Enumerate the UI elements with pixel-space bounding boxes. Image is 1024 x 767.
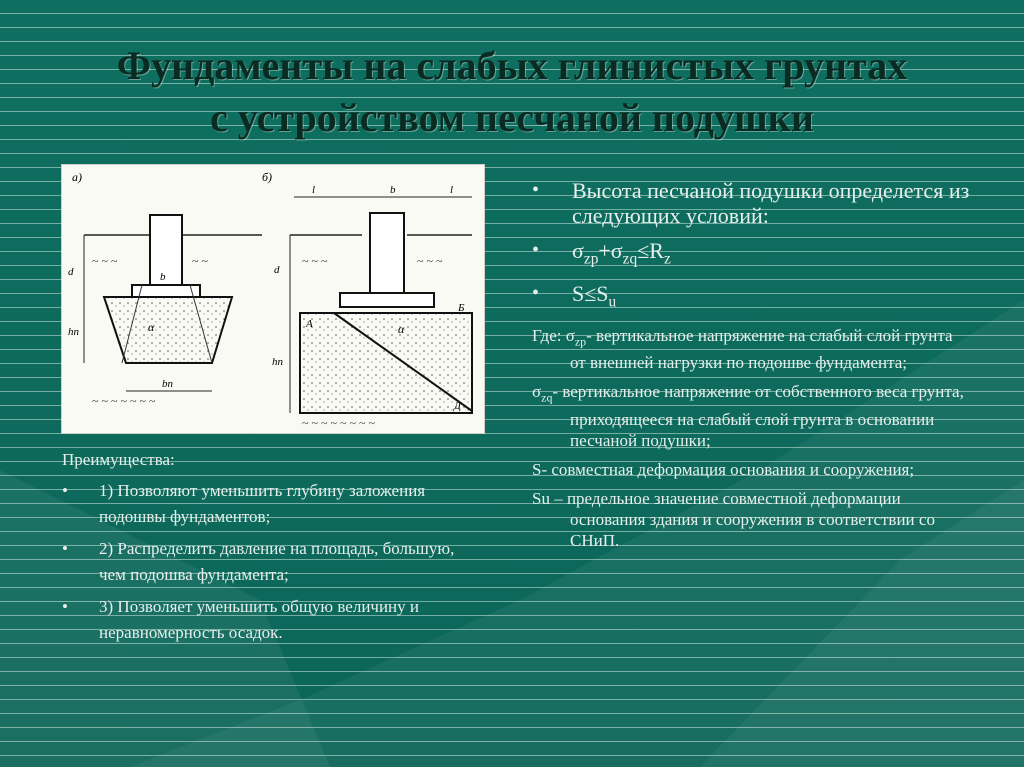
svg-text:~ ~ ~ ~ ~ ~ ~ ~: ~ ~ ~ ~ ~ ~ ~ ~	[302, 416, 375, 430]
list-item: •3) Позволяет уменьшить общую величину и…	[62, 597, 420, 642]
foundation-diagram: а) d hп bп b α ~ ~ ~ ~ ~ ~ ~ ~ ~ ~ ~ ~ б…	[61, 164, 485, 434]
advantages-heading: Преимущества:	[62, 450, 175, 469]
svg-text:Б: Б	[457, 302, 465, 314]
svg-text:A: A	[305, 318, 313, 330]
svg-text:~ ~ ~: ~ ~ ~	[302, 254, 328, 268]
svg-text:l: l	[312, 184, 315, 196]
svg-text:d: d	[68, 266, 74, 278]
advantages-section: Преимущества: •1) Позволяют уменьшить гл…	[62, 448, 482, 652]
svg-text:l: l	[450, 184, 453, 196]
panel-a-label: а)	[72, 170, 82, 184]
definition-su: Su – предельное значение совместной дефо…	[532, 488, 935, 550]
title-line-1: Фундаменты на слабых глинистых грунтах	[116, 43, 908, 88]
formula-stress: •σzp+σzq≤Rz	[532, 238, 671, 268]
conditions-section: •Высота песчаной подушки определется из …	[532, 178, 972, 559]
title-line-2: с устройством песчаной подушки	[210, 95, 814, 140]
svg-text:hп: hп	[272, 356, 284, 368]
svg-text:~ ~ ~: ~ ~ ~	[417, 254, 443, 268]
svg-text:Д: Д	[453, 400, 462, 412]
foundation-diagram-svg: а) d hп bп b α ~ ~ ~ ~ ~ ~ ~ ~ ~ ~ ~ ~ б…	[68, 170, 473, 430]
svg-text:b: b	[390, 184, 396, 196]
definition-sigma-zp: Где: σzp- вертикальное напряжение на сла…	[532, 325, 953, 373]
svg-text:b: b	[160, 271, 166, 283]
formula-settlement: •S≤Su	[532, 281, 617, 311]
svg-text:~ ~ ~ ~ ~ ~ ~: ~ ~ ~ ~ ~ ~ ~	[92, 394, 156, 408]
svg-text:~ ~ ~: ~ ~ ~	[92, 254, 118, 268]
svg-text:α: α	[148, 320, 155, 334]
svg-text:d: d	[274, 264, 280, 276]
svg-text:~ ~: ~ ~	[192, 254, 208, 268]
conditions-list: •Высота песчаной подушки определется из …	[532, 178, 972, 315]
svg-text:hп: hп	[68, 326, 80, 338]
svg-text:bп: bп	[162, 378, 174, 390]
slide-title: Фундаменты на слабых глинистых грунтах с…	[0, 40, 1024, 144]
advantages-list: •1) Позволяют уменьшить глубину заложени…	[62, 478, 482, 646]
definition-s: S- совместная деформация основания и соо…	[532, 459, 915, 479]
definitions: Где: σzp- вертикальное напряжение на сла…	[532, 325, 972, 551]
definition-sigma-zq: σzq- вертикальное напряжение от собствен…	[532, 382, 964, 450]
list-item: •1) Позволяют уменьшить глубину заложени…	[62, 481, 426, 526]
list-item: •2) Распределить давление на площадь, бо…	[62, 539, 455, 584]
panel-b-label: б)	[262, 170, 272, 184]
conditions-intro: •Высота песчаной подушки определется из …	[532, 178, 970, 228]
svg-text:α: α	[398, 322, 405, 336]
